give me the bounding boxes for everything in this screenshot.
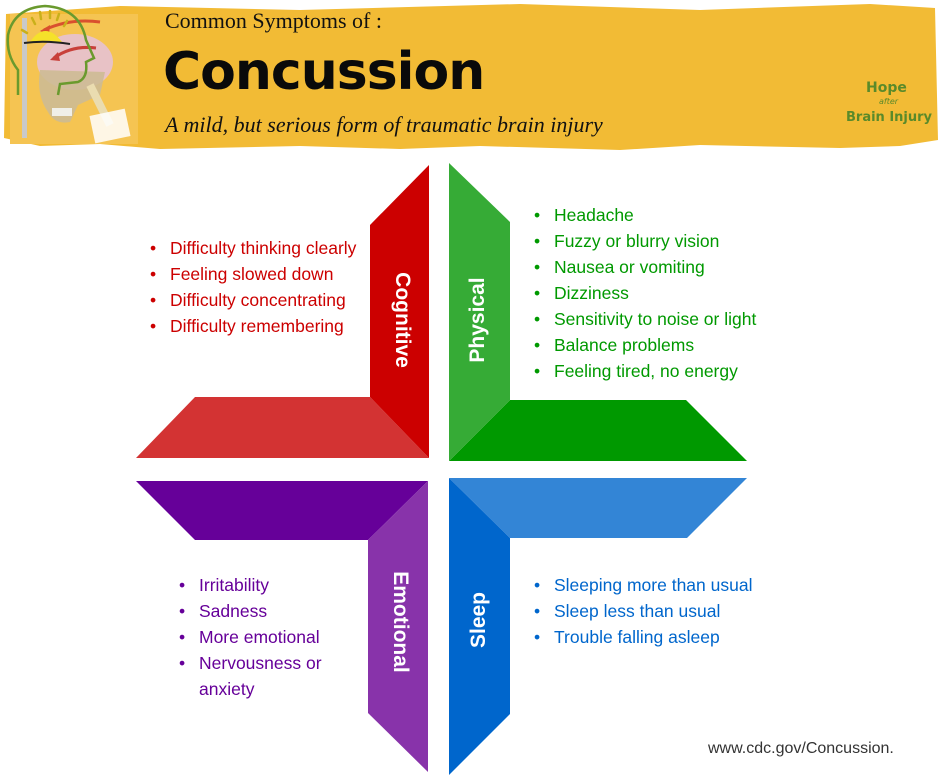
logo-text-after: after xyxy=(879,97,899,106)
sleep-symptom-list: Sleeping more than usual Sleep less than… xyxy=(532,572,832,650)
cognitive-vertical-bar xyxy=(370,165,429,458)
symptom-item: More emotional xyxy=(177,624,352,650)
symptom-item: Sleep less than usual xyxy=(532,598,832,624)
physical-vertical-bar xyxy=(449,163,510,461)
symptom-item: Feeling slowed down xyxy=(148,261,373,287)
emotional-vertical-bar xyxy=(368,481,428,772)
logo-text-brain-injury: Brain Injury xyxy=(846,110,933,125)
source-link[interactable]: www.cdc.gov/Concussion. xyxy=(708,740,894,757)
physical-horizontal-bar xyxy=(449,400,747,461)
emotional-quadrant-shape xyxy=(136,481,428,772)
header-banner: Common Symptoms of : Concussion A mild, … xyxy=(0,0,941,160)
symptom-item: Headache xyxy=(532,202,832,228)
header-subtitle: Common Symptoms of : xyxy=(165,8,382,33)
category-label-physical: Physical xyxy=(466,277,489,363)
physical-symptom-list: Headache Fuzzy or blurry vision Nausea o… xyxy=(532,202,832,384)
symptom-item: Fuzzy or blurry vision xyxy=(532,228,832,254)
symptom-item: Difficulty thinking clearly xyxy=(148,235,373,261)
physical-quadrant-shape xyxy=(449,163,747,461)
symptom-item: Difficulty concentrating xyxy=(148,287,373,313)
emotional-symptom-list: Irritability Sadness More emotional Nerv… xyxy=(177,572,352,702)
category-label-cognitive: Cognitive xyxy=(391,272,414,368)
symptom-item: Dizziness xyxy=(532,280,832,306)
hope-after-brain-injury-logo-icon xyxy=(6,4,96,96)
category-label-emotional: Emotional xyxy=(389,571,412,673)
symptom-item: Balance problems xyxy=(532,332,832,358)
header-tagline: A mild, but serious form of traumatic br… xyxy=(165,112,603,137)
symptom-item: Difficulty remembering xyxy=(148,313,373,339)
cognitive-horizontal-bar xyxy=(136,397,429,458)
sleep-horizontal-bar xyxy=(449,478,747,538)
cognitive-symptom-list: Difficulty thinking clearly Feeling slow… xyxy=(148,235,373,339)
category-label-sleep: Sleep xyxy=(467,591,490,649)
symptom-item: Nausea or vomiting xyxy=(532,254,832,280)
symptom-item: Trouble falling asleep xyxy=(532,624,832,650)
symptom-item: Sleeping more than usual xyxy=(532,572,832,598)
logo-text-hope: Hope xyxy=(866,80,907,96)
symptom-item: Nervousness or anxiety xyxy=(177,650,352,702)
banner-background xyxy=(4,4,938,150)
symptom-item: Sadness xyxy=(177,598,352,624)
symptom-item: Feeling tired, no energy xyxy=(532,358,832,384)
emotional-horizontal-bar xyxy=(136,481,428,540)
cognitive-quadrant-shape xyxy=(136,165,429,458)
brain-injury-illustration-icon xyxy=(37,19,131,144)
page-title: Concussion xyxy=(163,42,485,102)
sleep-vertical-bar xyxy=(449,478,510,775)
symptom-item: Irritability xyxy=(177,572,352,598)
symptom-item: Sensitivity to noise or light xyxy=(532,306,832,332)
sleep-quadrant-shape xyxy=(449,478,747,775)
